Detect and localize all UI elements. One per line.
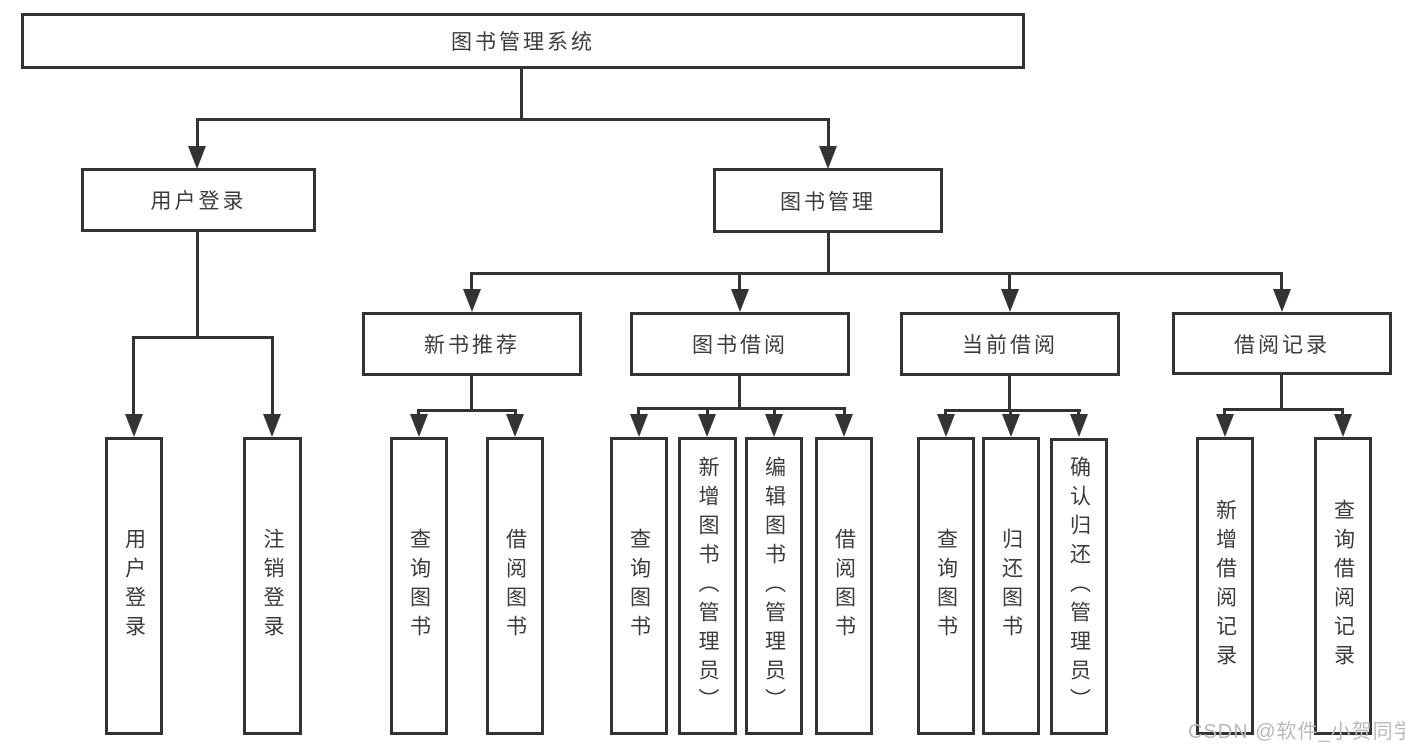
- leaf-edit-books-admin: 编辑图书（管理员）: [745, 437, 803, 735]
- leaf-add-books-admin: 新增图书（管理员）: [678, 437, 737, 735]
- arrow-down-icon: [835, 414, 853, 437]
- node-new-book-recommend: 新书推荐: [362, 312, 582, 376]
- connector-leaf-stem: [944, 409, 947, 417]
- node-current-borrowing: 当前借阅: [900, 312, 1120, 376]
- leaf-query-books-recommend: 查询图书: [390, 437, 448, 735]
- leaf-add-borrow-record: 新增借阅记录: [1196, 437, 1254, 735]
- arrow-down-icon: [1216, 414, 1234, 437]
- connector-borrow-bus: [637, 407, 846, 410]
- connector-book-mgmt-stem: [827, 118, 830, 147]
- leaf-return-books: 归还图书: [982, 437, 1040, 735]
- connector-borrow-down: [738, 376, 741, 410]
- arrow-down-icon: [937, 414, 955, 437]
- connector-book-mgmt-down: [827, 233, 830, 272]
- connector-current-bus: [944, 409, 1081, 412]
- leaf-query-books-current: 查询图书: [917, 437, 975, 735]
- connector-leaf-stem: [417, 409, 420, 417]
- leaf-query-borrow-record: 查询借阅记录: [1314, 437, 1372, 735]
- arrow-down-icon: [1002, 414, 1020, 437]
- connector-book-mgmt-bus: [470, 272, 1283, 275]
- connector-leaf-stem: [132, 336, 135, 415]
- arrow-down-icon: [630, 414, 648, 437]
- connector-user-login-bus: [132, 336, 273, 339]
- connector-newbook-bus: [417, 409, 517, 412]
- connector-l2-stem: [470, 272, 473, 292]
- connector-leaf-stem: [1009, 409, 1012, 417]
- connector-leaf-stem: [1223, 408, 1226, 417]
- arrow-down-icon: [1070, 414, 1088, 437]
- connector-leaf-stem: [637, 407, 640, 417]
- arrow-down-icon: [410, 414, 428, 437]
- arrow-down-icon: [1001, 289, 1019, 312]
- arrow-down-icon: [765, 414, 783, 437]
- connector-records-down: [1280, 375, 1283, 411]
- connector-leaf-stem: [1341, 408, 1344, 417]
- csdn-watermark: CSDN @软件_小贺同学: [1188, 721, 1405, 743]
- leaf-query-books-borrowing: 查询图书: [610, 437, 668, 735]
- node-borrowing-records: 借阅记录: [1172, 312, 1392, 375]
- connector-user-login-stem: [196, 118, 199, 147]
- node-book-management: 图书管理: [713, 168, 943, 233]
- connector-root-bus: [196, 118, 830, 121]
- leaf-borrow-books: 借阅图书: [815, 437, 873, 735]
- node-user-login: 用户登录: [81, 168, 316, 232]
- arrow-down-icon: [1273, 289, 1291, 312]
- arrow-down-icon: [506, 414, 524, 437]
- arrow-down-icon: [125, 414, 143, 437]
- connector-l2-stem: [1008, 272, 1011, 292]
- connector-l2-stem: [1280, 272, 1283, 292]
- connector-leaf-stem: [514, 409, 517, 417]
- leaf-logout: 注销登录: [243, 437, 302, 735]
- arrow-down-icon: [819, 146, 837, 169]
- arrow-down-icon: [698, 414, 716, 437]
- leaf-user-login: 用户登录: [105, 437, 163, 735]
- node-library-management-system: 图书管理系统: [21, 13, 1025, 69]
- leaf-borrow-books-recommend: 借阅图书: [486, 437, 544, 735]
- connector-records-bus: [1223, 408, 1344, 411]
- connector-leaf-stem: [773, 407, 776, 417]
- connector-current-down: [1008, 376, 1011, 412]
- connector-leaf-stem: [271, 336, 274, 415]
- connector-leaf-stem: [1077, 409, 1080, 417]
- connector-leaf-stem: [706, 407, 709, 417]
- arrow-down-icon: [188, 146, 206, 169]
- arrow-down-icon: [263, 414, 281, 437]
- arrow-down-icon: [731, 289, 749, 312]
- arrow-down-icon: [463, 289, 481, 312]
- connector-user-login-down: [196, 232, 199, 339]
- connector-root-stem: [520, 69, 523, 119]
- connector-l2-stem: [738, 272, 741, 292]
- connector-newbook-down: [470, 376, 473, 412]
- leaf-confirm-return-admin: 确认归还（管理员）: [1050, 438, 1108, 735]
- arrow-down-icon: [1334, 414, 1352, 437]
- node-book-borrowing: 图书借阅: [630, 312, 850, 376]
- connector-leaf-stem: [843, 407, 846, 417]
